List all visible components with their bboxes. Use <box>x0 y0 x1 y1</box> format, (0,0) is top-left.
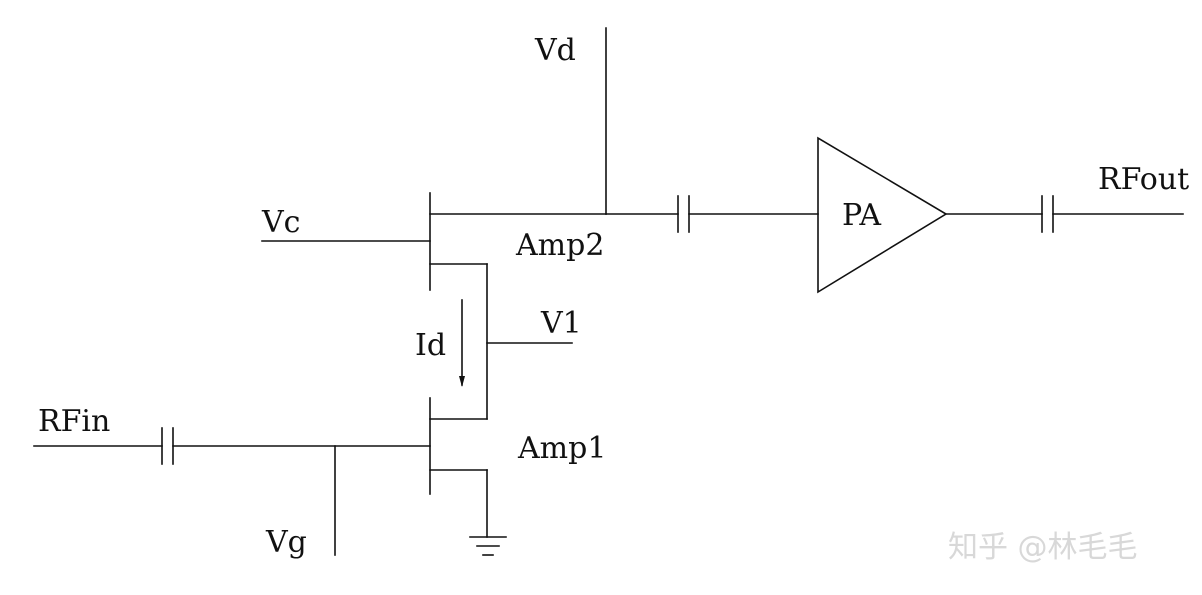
id-label: Id <box>415 328 446 363</box>
vg-label: Vg <box>265 525 307 560</box>
rfout-label: RFout <box>1098 162 1189 197</box>
amp2-label: Amp2 <box>515 228 604 263</box>
id-current-arrow <box>459 299 465 387</box>
amp1-transistor <box>429 397 488 538</box>
watermark: 知乎 @林毛毛 <box>948 530 1138 565</box>
coupling-capacitor-3 <box>1041 195 1054 233</box>
ground-symbol <box>469 536 507 556</box>
pa-amplifier-symbol <box>817 136 948 294</box>
v1-label: V1 <box>540 306 582 341</box>
rfin-label: RFin <box>38 404 110 439</box>
coupling-capacitor-2 <box>677 195 690 233</box>
vd-label: Vd <box>534 33 576 68</box>
vc-label: Vc <box>261 205 300 240</box>
amp1-label: Amp1 <box>517 431 606 466</box>
coupling-capacitor-1 <box>161 427 174 465</box>
pa-label: PA <box>842 198 881 233</box>
